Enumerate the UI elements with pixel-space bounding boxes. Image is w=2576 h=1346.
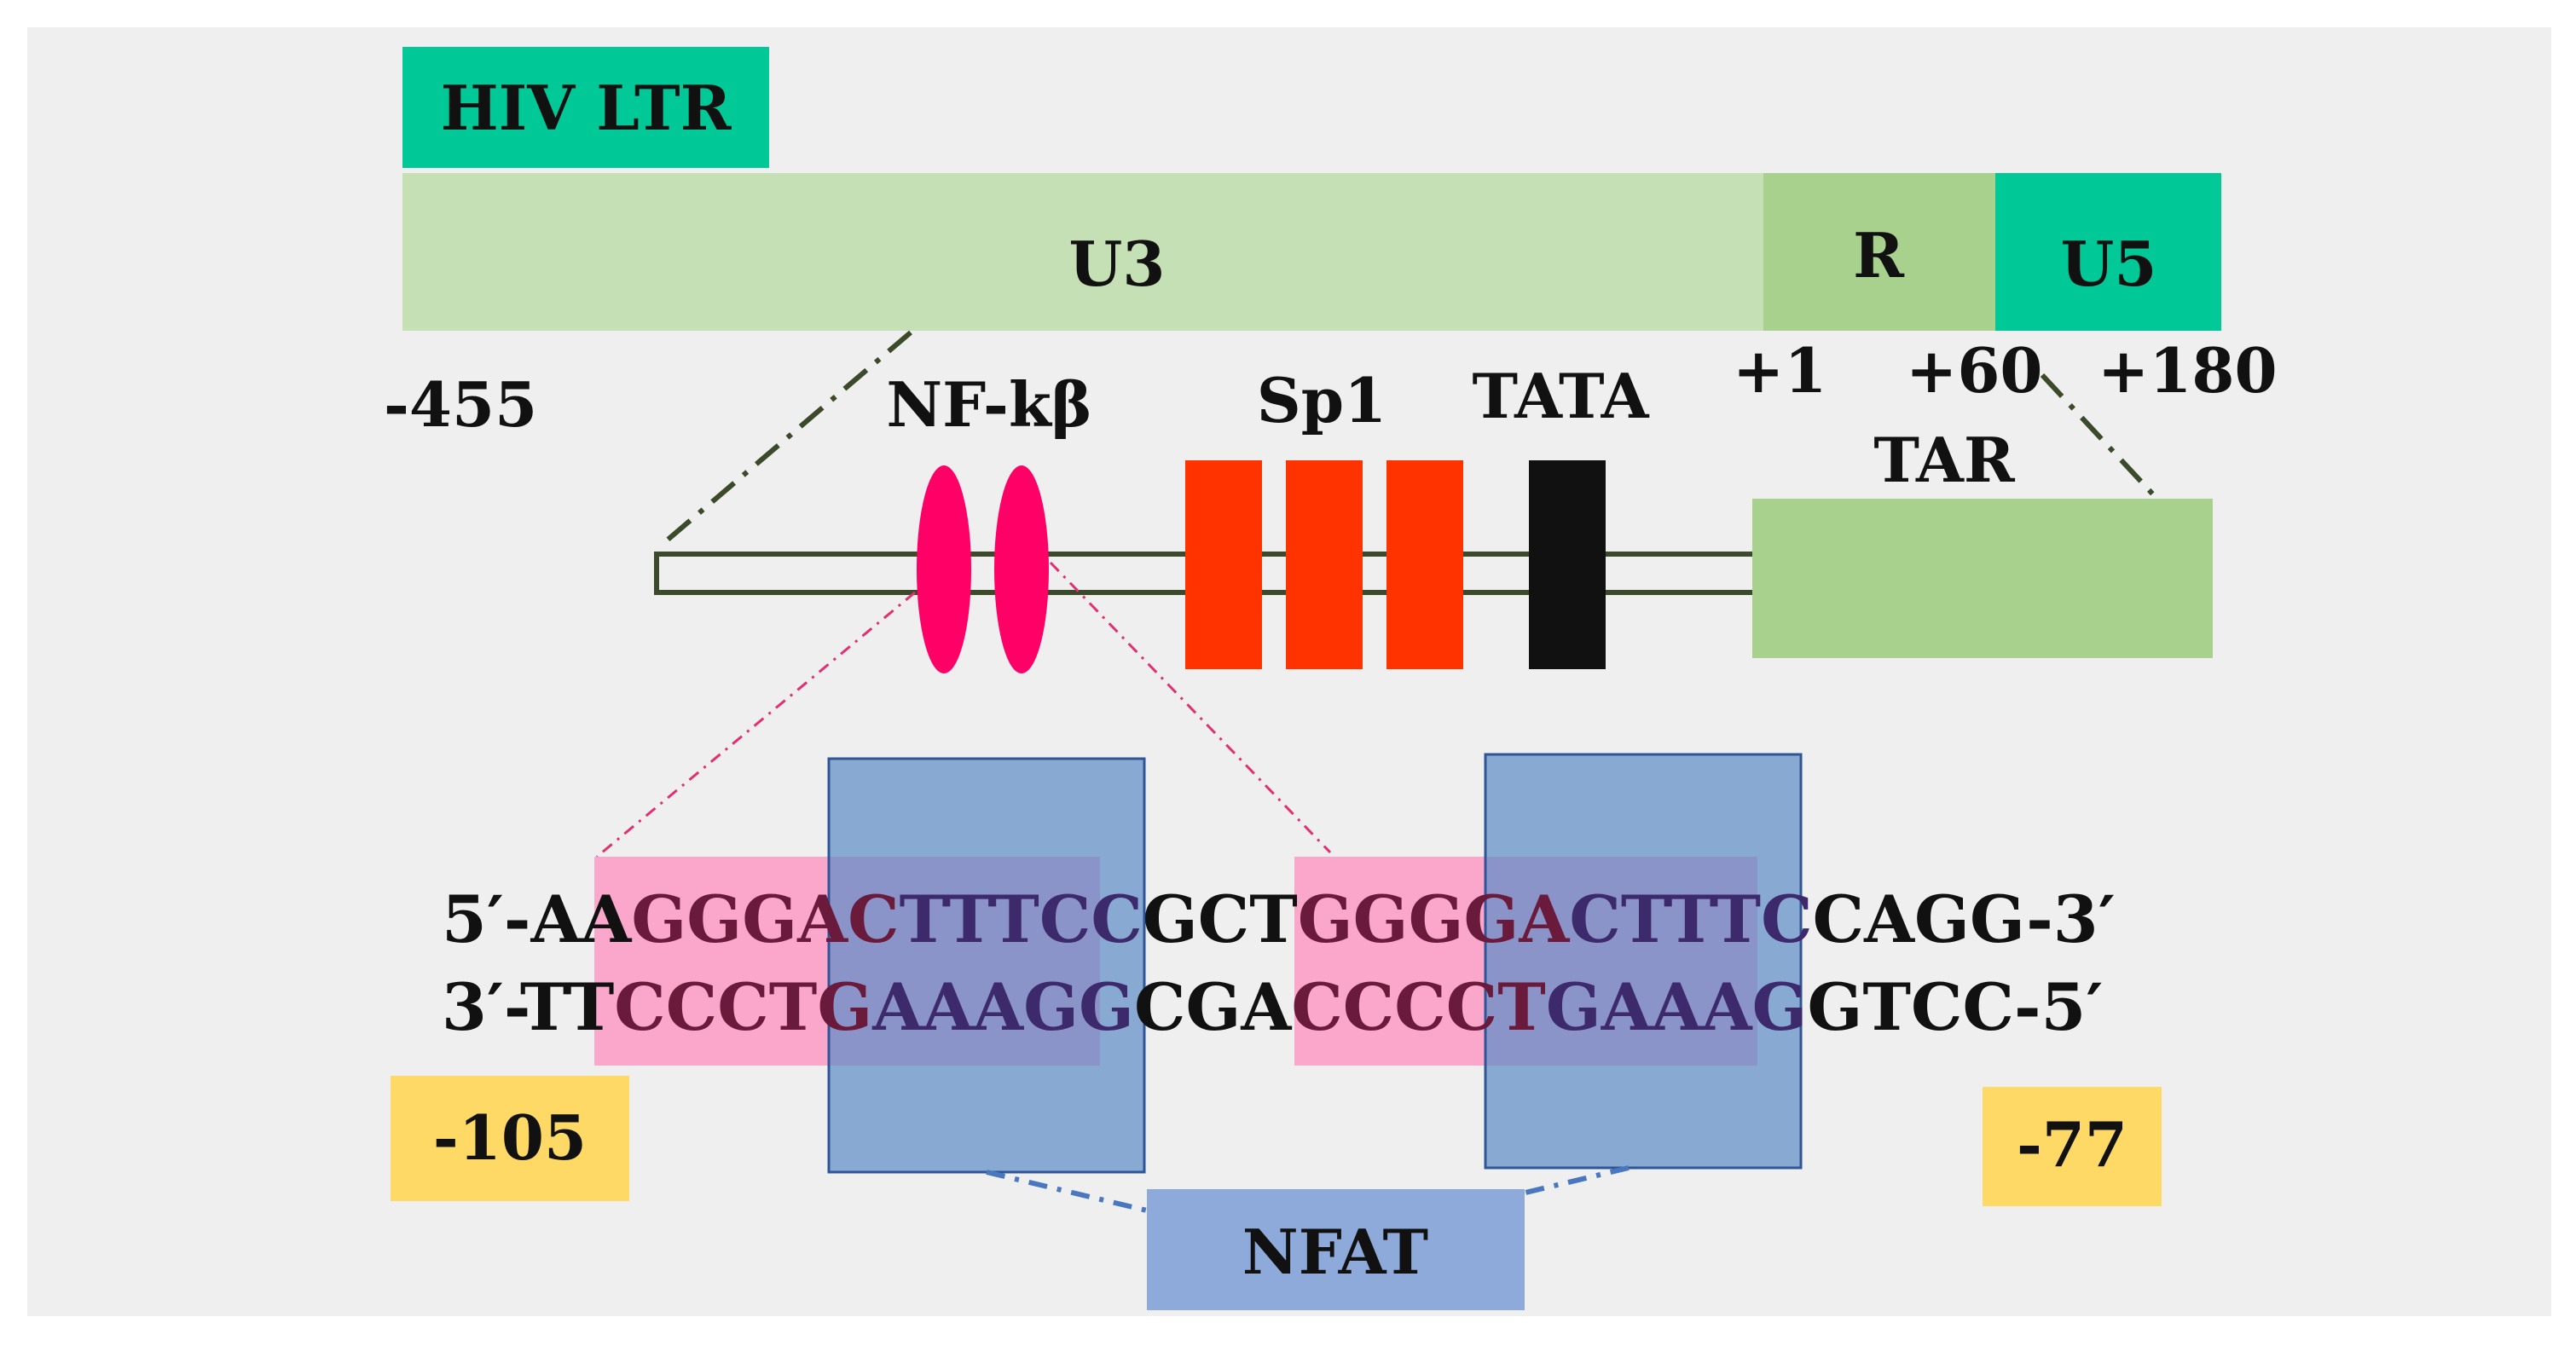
nfkb-label: NF-kβ — [886, 368, 1091, 441]
sequence-top-strand: 5′-AAGGGACTTTCCGCTGGGGACTTTCCAGG-3′ — [442, 881, 2116, 957]
sequence-bottom-strand: 3′-TTCCCTGAAAGGCGACCCCTGAAAGGTCC-5′ — [442, 969, 2103, 1045]
r-region — [1763, 173, 1995, 331]
bottom-strand-segment: CGA — [1134, 969, 1292, 1045]
marker-right-box — [1983, 1087, 2162, 1206]
bottom-strand-segment: AAAGG — [871, 969, 1134, 1045]
nfat-connector-right — [1521, 1165, 1630, 1196]
tar-region — [1752, 499, 2213, 658]
top-strand-segment: CTTTC — [1569, 881, 1812, 957]
bottom-strand-segment: GTCC-5′ — [1808, 969, 2104, 1045]
marker-left-label: -105 — [433, 1101, 587, 1174]
bottom-strand-segment: CCCTG — [614, 969, 872, 1045]
tata-box — [1529, 460, 1606, 669]
u5-label: U5 — [2061, 228, 2157, 300]
top-strand-segment: GGGGA — [1298, 881, 1571, 957]
top-strand-segment: GGGAC — [631, 881, 899, 957]
nfat-label-box — [1147, 1189, 1525, 1310]
nfkb-site-2 — [994, 465, 1049, 673]
sp1-site-3 — [1386, 460, 1463, 669]
top-strand-segment: 5′-AA — [442, 881, 632, 957]
marker-right-label: -77 — [2017, 1108, 2127, 1181]
bottom-strand-segment: CCCCT — [1291, 969, 1546, 1045]
top-strand-segment: TTTCC — [900, 881, 1143, 957]
position-plus60-label: +60 — [1906, 334, 2043, 407]
zoom-line-left — [659, 330, 912, 548]
zoom-line-right — [2040, 373, 2156, 497]
marker-left-box — [391, 1076, 629, 1201]
position-plus180-label: +180 — [2098, 334, 2278, 407]
tata-label: TATA — [1472, 360, 1649, 432]
nfkb-zoom-line-left — [596, 591, 916, 858]
u3-label: U3 — [1069, 228, 1166, 300]
bottom-strand-segment: 3′-TT — [442, 969, 614, 1045]
u5-region — [1995, 173, 2221, 331]
nfkb-zoom-line-right — [1049, 561, 1332, 854]
u3-region — [402, 173, 1765, 331]
hiv-ltr-title: HIV LTR — [441, 72, 732, 144]
nfat-connector-left — [986, 1170, 1148, 1213]
sp1-site-1 — [1185, 460, 1262, 669]
sp1-label: Sp1 — [1257, 364, 1386, 436]
tar-label: TAR — [1873, 424, 2016, 496]
nfat-binding-box-2 — [1484, 753, 1803, 1170]
nfat-binding-box-1 — [827, 757, 1146, 1174]
hiv-ltr-title-box — [402, 47, 769, 168]
top-strand-segment: GCT — [1143, 881, 1298, 957]
position-start-label: -455 — [384, 368, 537, 441]
position-plus1-label: +1 — [1733, 334, 1826, 407]
nfkb-site-1 — [917, 465, 971, 673]
top-strand-segment: CAGG-3′ — [1813, 881, 2116, 957]
nfat-label: NFAT — [1242, 1216, 1428, 1288]
r-label: R — [1853, 219, 1905, 292]
sp1-site-2 — [1286, 460, 1363, 669]
bottom-strand-segment: GAAAG — [1546, 969, 1808, 1045]
